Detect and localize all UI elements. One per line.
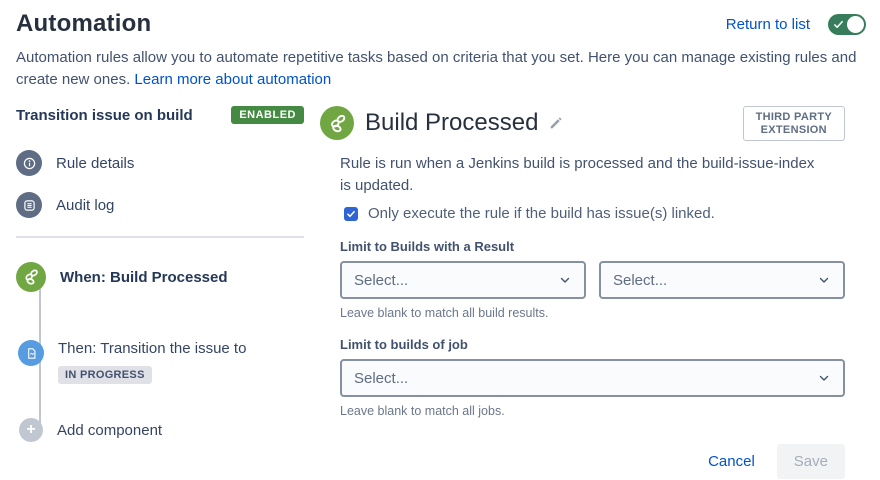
job-field-label: Limit to builds of job: [340, 337, 468, 352]
transition-document-icon: [18, 340, 44, 366]
component-then-action[interactable]: Then: Transition the issue to IN PROGRES…: [16, 340, 312, 384]
chevron-down-icon: [819, 375, 829, 381]
info-icon: [16, 150, 42, 176]
check-icon: [834, 20, 843, 28]
rule-components: When: Build Processed Then: Transition t…: [16, 238, 312, 442]
result-field: Limit to Builds with a Result Select... …: [340, 239, 845, 320]
select-value: Select...: [354, 271, 409, 289]
checkbox-label: Only execute the rule if the build has i…: [368, 205, 715, 222]
save-button[interactable]: Save: [776, 444, 845, 479]
sidebar-item-label: Rule details: [56, 154, 135, 172]
intro-text: Automation rules allow you to automate r…: [16, 47, 864, 91]
issue-linked-checkbox-row[interactable]: Only execute the rule if the build has i…: [340, 205, 845, 222]
result-field-label: Limit to Builds with a Result: [340, 239, 515, 254]
page-title: Automation: [16, 10, 152, 37]
job-field-helper: Leave blank to match all jobs.: [340, 404, 505, 418]
content: Transition issue on build ENABLED Rule d…: [0, 91, 880, 479]
check-icon: [347, 210, 355, 217]
enabled-badge: ENABLED: [231, 106, 304, 124]
select-value: Select...: [354, 369, 409, 387]
then-content: Then: Transition the issue to IN PROGRES…: [58, 340, 246, 384]
job-select[interactable]: Select...: [340, 359, 845, 397]
sidebar-divider: [16, 236, 304, 238]
ext-badge-line2: EXTENSION: [760, 124, 827, 136]
learn-more-link[interactable]: Learn more about automation: [134, 71, 332, 88]
rule-header: Transition issue on build ENABLED: [16, 106, 304, 124]
status-badge: IN PROGRESS: [58, 366, 152, 384]
when-label: When: Build Processed: [60, 268, 228, 286]
build-chain-icon: [320, 106, 354, 140]
plus-icon: +: [19, 418, 43, 442]
job-selects-row: Select...: [340, 359, 845, 397]
trigger-description: Rule is run when a Jenkins build is proc…: [340, 155, 815, 194]
edit-pencil-icon[interactable]: [548, 115, 564, 136]
top-right-actions: Return to list: [725, 13, 866, 35]
result-selects-row: Select... Select...: [340, 261, 845, 299]
third-party-extension-badge: THIRD PARTY EXTENSION: [742, 106, 845, 141]
main-header: Build Processed THIRD PARTY EXTENSION: [320, 106, 845, 141]
result-field-helper: Leave blank to match all build results.: [340, 306, 549, 320]
sidebar-nav: Rule details Audit log: [16, 148, 312, 220]
result-select-b[interactable]: Select...: [599, 261, 845, 299]
result-select-a[interactable]: Select...: [340, 261, 586, 299]
rule-name: Transition issue on build: [16, 106, 193, 124]
select-value: Select...: [613, 271, 668, 289]
add-component-button[interactable]: + Add component: [16, 418, 312, 442]
chevron-down-icon: [819, 277, 829, 283]
intro-description: Automation rules allow you to automate r…: [16, 49, 857, 88]
main-body: Rule is run when a Jenkins build is proc…: [340, 153, 845, 479]
build-chain-icon: [16, 262, 46, 292]
cancel-button[interactable]: Cancel: [708, 453, 755, 470]
chevron-down-icon: [560, 277, 570, 283]
job-field: Limit to builds of job Select... Leave b…: [340, 337, 845, 418]
return-to-list-link[interactable]: Return to list: [725, 15, 810, 33]
trigger-title: Build Processed: [365, 109, 539, 136]
toggle-knob: [847, 15, 864, 33]
component-when-trigger[interactable]: When: Build Processed: [16, 262, 312, 292]
form-footer: Cancel Save: [340, 444, 845, 479]
add-component-label: Add component: [57, 421, 163, 439]
top-bar: Automation Return to list: [0, 0, 880, 38]
then-label: Then: Transition the issue to: [58, 340, 247, 357]
sidebar: Transition issue on build ENABLED Rule d…: [16, 106, 312, 479]
issue-linked-checkbox[interactable]: [344, 206, 358, 221]
sidebar-item-rule-details[interactable]: Rule details: [16, 148, 312, 178]
main-panel: Build Processed THIRD PARTY EXTENSION Ru…: [320, 106, 880, 479]
sidebar-item-audit-log[interactable]: Audit log: [16, 190, 312, 220]
ext-badge-line1: THIRD PARTY: [755, 111, 832, 123]
sidebar-item-label: Audit log: [56, 196, 115, 214]
rule-enabled-toggle[interactable]: [828, 13, 866, 35]
audit-log-icon: [16, 192, 42, 218]
